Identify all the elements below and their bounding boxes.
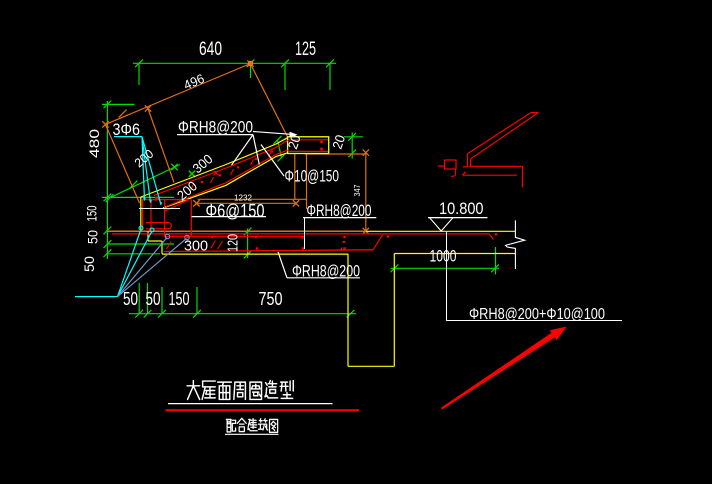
svg-text:ΦRH8@200: ΦRH8@200 (178, 118, 253, 137)
svg-text:20: 20 (285, 133, 304, 151)
svg-text:50: 50 (81, 256, 97, 272)
svg-text:120: 120 (225, 234, 242, 252)
svg-text:50: 50 (123, 289, 138, 309)
svg-text:1000: 1000 (430, 247, 457, 266)
svg-text:125: 125 (295, 39, 316, 60)
svg-text:480: 480 (86, 129, 102, 158)
svg-text:750: 750 (259, 289, 283, 309)
svg-text:20: 20 (330, 133, 349, 151)
svg-text:Φ10@150: Φ10@150 (285, 168, 340, 186)
svg-text:ΦRH8@200: ΦRH8@200 (292, 262, 360, 281)
svg-text:347: 347 (353, 184, 362, 196)
svg-text:50: 50 (85, 230, 101, 244)
svg-text:10.800: 10.800 (439, 200, 484, 218)
svg-text:ΦRH8@200: ΦRH8@200 (307, 201, 372, 220)
svg-text:640: 640 (199, 39, 222, 60)
svg-text:1232: 1232 (234, 193, 252, 203)
svg-text:300: 300 (184, 238, 208, 255)
svg-text:3Φ6: 3Φ6 (113, 120, 141, 139)
svg-text:150: 150 (169, 289, 190, 309)
svg-text:Φ6@150: Φ6@150 (206, 201, 265, 221)
svg-text:ΦRH8@200+Φ10@100: ΦRH8@200+Φ10@100 (469, 306, 605, 323)
svg-text:150: 150 (84, 205, 100, 221)
svg-text:50: 50 (146, 289, 161, 309)
